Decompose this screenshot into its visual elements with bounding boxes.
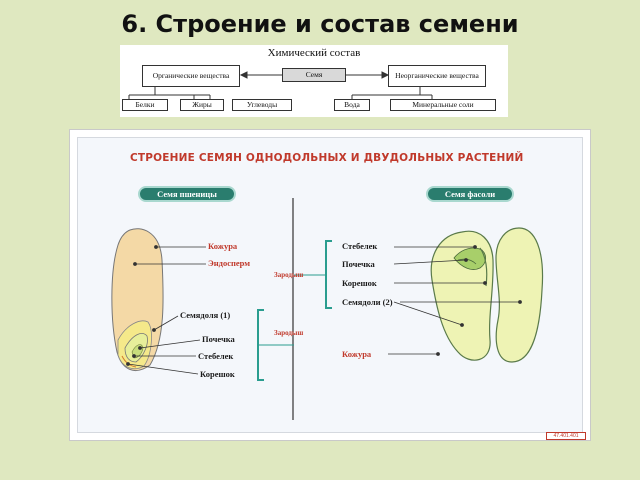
wheat-seed-drawing (111, 228, 164, 371)
wheat-cotyledon-label: Семядоля (1) (180, 310, 231, 320)
poster-title: СТРОЕНИЕ СЕМЯН ОДНОДОЛЬНЫХ И ДВУДОЛЬНЫХ … (130, 152, 524, 164)
seed-structure-poster: СТРОЕНИЕ СЕМЯН ОДНОДОЛЬНЫХ И ДВУДОЛЬНЫХ … (69, 129, 591, 441)
inorganic-box: Неорганические вещества (388, 65, 486, 87)
chem-connectors (128, 71, 433, 99)
wheat-root-label: Корешок (200, 369, 235, 379)
catalog-stamp: 47.401.401 (546, 432, 586, 440)
bean-bud-label: Почечка (342, 259, 375, 269)
bean-root-label: Корешок (342, 278, 377, 288)
wheat-stem-label: Стебелек (198, 351, 234, 361)
embryo-label-bottom: Зародыш (274, 329, 304, 337)
organic-box: Органические вещества (142, 65, 240, 87)
proteins-box: Белки (122, 99, 168, 111)
bean-seed-label: Семя фасоли (426, 186, 514, 202)
water-box: Вода (334, 99, 370, 111)
seeds-box: Семя (282, 68, 346, 82)
fats-box: Жиры (180, 99, 224, 111)
poster-drawing (111, 198, 544, 420)
bean-stem-label: Стебелек (342, 241, 378, 251)
wheat-skin-label: Кожура (208, 241, 238, 251)
slide-title: 6. Строение и состав семени (121, 10, 519, 38)
bean-cotyledons-label: Семядоли (2) (342, 297, 393, 307)
wheat-endosperm-label: Эндосперм (208, 258, 251, 268)
chem-title: Химический состав (267, 47, 361, 59)
embryo-label-top: Зародыш (274, 271, 304, 279)
bean-seed-drawing (430, 227, 544, 363)
bean-skin-label: Кожура (342, 349, 372, 359)
minerals-box: Минеральные соли (390, 99, 496, 111)
wheat-bud-label: Почечка (202, 334, 235, 344)
wheat-seed-label: Семя пшеницы (138, 186, 236, 202)
carbs-box: Углеводы (232, 99, 292, 111)
chemical-composition-diagram: Химический состав Органические вещества … (120, 45, 508, 117)
